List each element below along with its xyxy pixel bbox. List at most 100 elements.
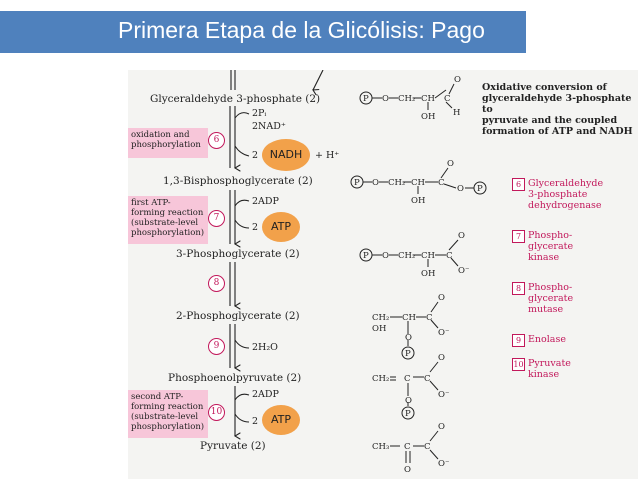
- note-line: second ATP-: [131, 392, 184, 402]
- note-line: phosphorylation): [131, 228, 205, 238]
- note-line: forming reaction: [131, 208, 204, 218]
- note-line: first ATP-: [131, 198, 171, 208]
- enzyme-number: 8: [512, 282, 525, 295]
- note-first-atp: first ATP- forming reaction (substrate-l…: [128, 196, 208, 244]
- reagent-pi: 2Pᵢ: [252, 108, 267, 119]
- step-10-badge: 10: [208, 404, 225, 421]
- atp-badge-1: ATP: [262, 212, 300, 242]
- structure-label: CH₂: [388, 178, 405, 188]
- structure-label: C: [438, 178, 445, 188]
- structure-label: C: [446, 251, 453, 261]
- structure-label: CH₂: [372, 313, 389, 323]
- structure-label: O: [438, 293, 445, 303]
- structure-label: O⁻: [438, 459, 449, 469]
- enzyme-8: 8 Phospho- glycerate mutase: [512, 282, 573, 315]
- structure-label: O: [438, 353, 445, 363]
- compound-2pg: 2-Phosphoglycerate (2): [176, 310, 300, 322]
- description-line: Oxidative conversion of: [482, 82, 607, 93]
- structure-label: C: [404, 442, 411, 452]
- note-oxidation: oxidation and phosphorylation: [128, 128, 208, 158]
- structure-label: O: [405, 396, 412, 406]
- enzyme-number: 7: [512, 230, 525, 243]
- enzyme-name-line: 3-phosphate: [528, 189, 588, 200]
- step-7-badge: 7: [208, 210, 225, 227]
- enzyme-name-line: Enolase: [528, 334, 566, 345]
- step-6-badge: 6: [208, 132, 225, 149]
- reaction-description: Oxidative conversion of glyceraldehyde 3…: [482, 82, 638, 137]
- compound-g3p: Glyceraldehyde 3-phosphate (2): [150, 93, 321, 105]
- reagent-coef-atp1: 2: [252, 222, 259, 233]
- compound-pep: Phosphoenolpyruvate (2): [168, 372, 302, 384]
- enzyme-number: 10: [512, 358, 525, 371]
- structure-label: P: [363, 94, 369, 104]
- step6-branch-out: [234, 145, 250, 157]
- structure-label: P: [405, 409, 411, 419]
- pathway-arrows: [229, 70, 324, 479]
- structure-label: OH: [421, 269, 435, 279]
- enzyme-6: 6 Glyceraldehyde 3-phosphate dehydrogena…: [512, 178, 603, 211]
- step7-branch-out: [234, 219, 250, 229]
- structure-label: C: [424, 442, 431, 452]
- reagent-h2o: 2H₂O: [252, 342, 278, 353]
- structure-label: P: [405, 349, 411, 359]
- enzyme-name-line: glycerate: [528, 293, 574, 304]
- note-line: phosphorylation: [131, 140, 201, 150]
- structure-label: P: [477, 184, 483, 194]
- reagent-coef-atp2: 2: [252, 416, 259, 427]
- step9-branch-out: [234, 339, 250, 349]
- structure-label: OH: [372, 324, 386, 334]
- structure-label: O: [382, 251, 389, 261]
- note-line: oxidation and: [131, 130, 190, 140]
- note-line: (substrate-level: [131, 218, 199, 228]
- reagent-nad: 2NAD⁺: [252, 121, 286, 132]
- description-line: glyceraldehyde 3-phosphate to: [482, 93, 632, 115]
- structure-label: CH₂: [372, 374, 389, 384]
- structure-label: CH: [421, 94, 435, 104]
- structure-label: O: [458, 231, 465, 241]
- structure-label: O: [438, 422, 445, 432]
- step-9-badge: 9: [208, 338, 225, 355]
- phosphate-icon: [401, 406, 415, 420]
- enzyme-name-line: Pyruvate: [528, 358, 571, 369]
- structure-label: P: [363, 251, 369, 261]
- enzyme-10: 10 Pyruvate kinase: [512, 358, 571, 380]
- structure-label: C: [404, 374, 411, 384]
- structure-label: O: [382, 94, 389, 104]
- structure-label: C: [426, 313, 433, 323]
- structure-label: C: [424, 374, 431, 384]
- compound-pyruvate: Pyruvate (2): [200, 440, 266, 452]
- enzyme-name-line: Phospho-: [528, 282, 573, 293]
- note-second-atp: second ATP- forming reaction (substrate-…: [128, 390, 208, 438]
- enzyme-number: 6: [512, 178, 525, 191]
- step7-branch-in: [234, 199, 250, 207]
- glycolysis-figure: Glyceraldehyde 3-phosphate (2) 1,3-Bisph…: [128, 70, 638, 479]
- step6-branch-in: [234, 112, 250, 119]
- step10-branch-in: [234, 393, 250, 401]
- structure-label: O: [405, 333, 412, 343]
- structure-label: C: [444, 94, 451, 104]
- structure-label: CH₂: [398, 251, 415, 261]
- enzyme-name-line: dehydrogenase: [528, 200, 602, 211]
- compound-bpg: 1,3-Bisphosphoglycerate (2): [163, 175, 313, 187]
- slide-title: Primera Etapa de la Glicólisis: Pago: [118, 17, 485, 43]
- enzyme-number: 9: [512, 334, 525, 347]
- structure-label: CH: [421, 251, 435, 261]
- note-line: phosphorylation): [131, 422, 205, 432]
- enzyme-name-line: glycerate: [528, 241, 574, 252]
- structure-label: O⁻: [438, 328, 449, 338]
- structure-label: O⁻: [458, 266, 469, 276]
- enzyme-name-line: Phospho-: [528, 230, 573, 241]
- reagent-coef-nadh: 2: [252, 150, 259, 161]
- enzyme-name-line: mutase: [528, 304, 564, 315]
- atp-badge-2: ATP: [262, 405, 300, 435]
- structure-label: OH: [411, 196, 425, 206]
- enzyme-name-line: kinase: [528, 369, 560, 380]
- phosphate-icon: [401, 346, 415, 360]
- nadh-badge: NADH: [262, 139, 310, 171]
- note-line: forming reaction: [131, 402, 204, 412]
- enzyme-9: 9 Enolase: [512, 334, 566, 347]
- chemical-structures: P O CH₂ CH C O H OH P O CH₂ CH C O O P O…: [350, 75, 487, 475]
- reagent-adp1: 2ADP: [252, 196, 279, 207]
- enzyme-name-line: Glyceraldehyde: [528, 178, 604, 189]
- structure-label: O: [457, 184, 464, 194]
